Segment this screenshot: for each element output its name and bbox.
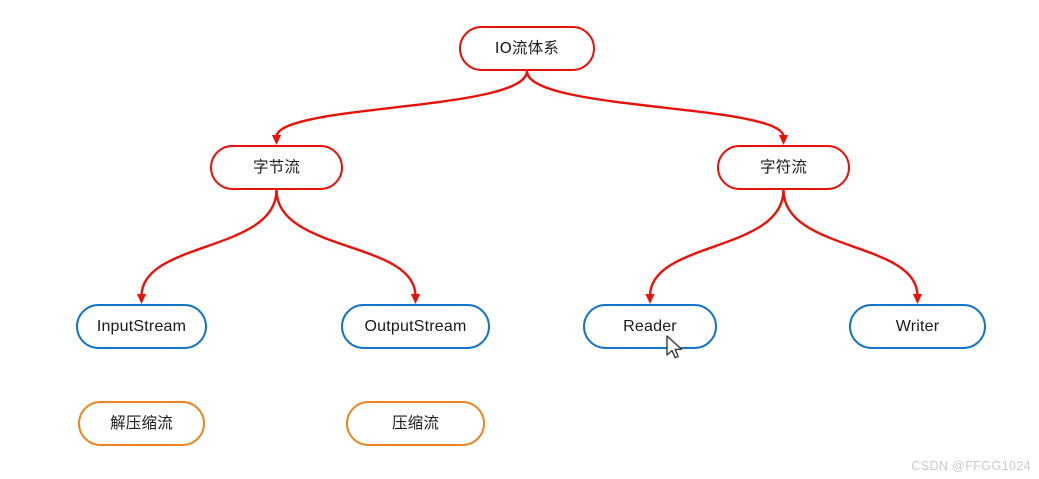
edge-arrowhead-char-reader — [645, 294, 655, 304]
node-label: 字节流 — [252, 157, 301, 176]
edge-byte-inputstream — [140, 188, 278, 298]
node-label: OutputStream — [364, 317, 467, 335]
edge-char-writer — [782, 188, 919, 298]
edge-arrowhead-byte-outputstream — [410, 294, 421, 304]
edge-root-char — [525, 69, 785, 139]
edge-byte-outputstream — [275, 188, 417, 298]
node-reader[interactable]: Reader — [583, 304, 717, 349]
node-label: 字符流 — [759, 157, 808, 176]
node-decompress[interactable]: 解压缩流 — [78, 401, 205, 446]
edge-arrowhead-byte-inputstream — [136, 294, 147, 304]
node-writer[interactable]: Writer — [849, 304, 986, 349]
edge-root-byte — [275, 69, 529, 139]
node-root[interactable]: IO流体系 — [459, 26, 595, 71]
node-label: Writer — [895, 317, 940, 335]
edge-arrowhead-char-writer — [912, 294, 923, 304]
node-compress[interactable]: 压缩流 — [346, 401, 485, 446]
node-inputstream[interactable]: InputStream — [76, 304, 207, 349]
node-byte[interactable]: 字节流 — [210, 145, 343, 190]
watermark: CSDN @FFGG1024 — [911, 459, 1031, 473]
node-label: InputStream — [96, 317, 187, 335]
node-label: Reader — [623, 317, 677, 335]
edge-arrowhead-root-char — [778, 135, 789, 145]
edge-char-reader — [648, 188, 785, 298]
node-char[interactable]: 字符流 — [717, 145, 850, 190]
node-label: 解压缩流 — [110, 413, 173, 432]
node-outputstream[interactable]: OutputStream — [341, 304, 490, 349]
node-label: 压缩流 — [391, 413, 440, 432]
edge-arrowhead-root-byte — [271, 135, 282, 145]
node-label: IO流体系 — [494, 38, 560, 57]
